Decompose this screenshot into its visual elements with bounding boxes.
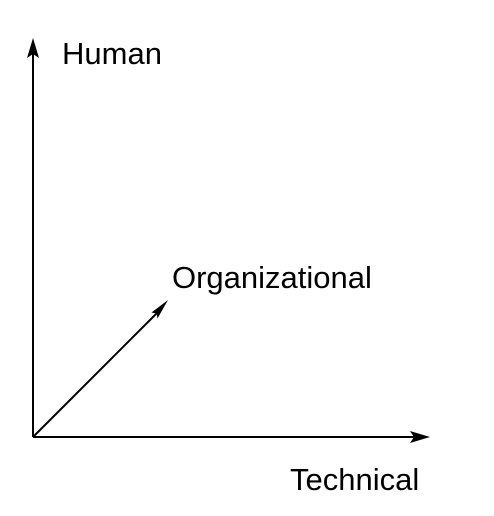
diagonal-axis-arrowhead	[151, 300, 168, 319]
technical-axis-label: Technical	[290, 462, 419, 497]
human-axis-label: Human	[62, 36, 162, 71]
horizontal-axis-arrowhead	[410, 431, 430, 443]
vertical-axis	[27, 38, 39, 437]
diagonal-axis-line	[32, 309, 161, 438]
horizontal-axis	[33, 431, 430, 443]
organizational-axis-label: Organizational	[172, 260, 372, 295]
vertical-axis-arrowhead	[27, 38, 39, 58]
diagonal-axis	[32, 300, 168, 438]
